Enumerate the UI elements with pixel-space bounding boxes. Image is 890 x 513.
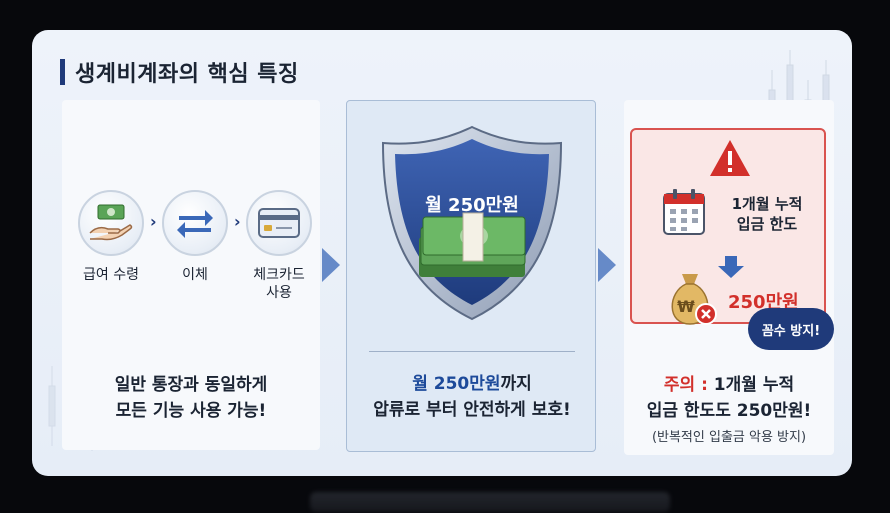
- cash-hand-icon: [78, 190, 144, 256]
- warning-icon: [710, 140, 750, 176]
- feature-card: 생계비계좌의 핵심 특징 급여 수령 ›: [32, 30, 852, 476]
- chevron-right-icon: ›: [150, 212, 157, 231]
- limit-caption: 주의 : 1개월 누적 입금 한도도 250만원!: [646, 375, 812, 421]
- speech-bubble: 꼼수 방지!: [748, 308, 834, 350]
- step-transfer: 이체: [160, 190, 230, 284]
- card-icon: [246, 190, 312, 256]
- title-accent-bar: [60, 59, 65, 85]
- feature-panel-protection: 월 250만원 월 250만원까지 압류로 부터 안전하게 보호!: [346, 100, 596, 452]
- protection-caption: 월 250만원까지 압류로 부터 안전하게 보호!: [373, 374, 571, 420]
- usage-steps: 급여 수령 › 이체 ›: [76, 190, 316, 320]
- limit-amount: 250만원: [728, 292, 799, 313]
- step-label: 급여 수령: [83, 267, 139, 283]
- step-salary: 급여 수령: [76, 190, 146, 284]
- shield-icon: [381, 125, 563, 321]
- divider: [369, 351, 575, 352]
- blurred-caption-bar: [310, 492, 670, 512]
- step-label: 이체: [182, 267, 208, 283]
- feature-panel-usage: 급여 수령 › 이체 ›: [62, 100, 320, 450]
- feature-panel-limit: 1개월 누적 입금 한도 ₩ 250만원 꼼수 방지! 주의 : 1개월 누적 …: [624, 100, 834, 455]
- limit-label: 1개월 누적 입금 한도: [731, 195, 803, 233]
- money-bag-icon: ₩: [671, 274, 717, 325]
- svg-text:₩: ₩: [677, 297, 695, 316]
- usage-caption: 일반 통장과 동일하게 모든 기능 사용 가능!: [114, 375, 268, 421]
- shield-amount-label: 월 250만원: [425, 195, 519, 216]
- step-label: 체크카드 사용: [253, 267, 305, 301]
- limit-note: (반복적인 입출금 악용 방지): [651, 430, 807, 445]
- transfer-arrows-icon: [162, 190, 228, 256]
- step-card: 체크카드 사용: [244, 190, 314, 302]
- arrow-down-icon: [718, 256, 744, 278]
- page-title: 생계비계좌의 핵심 특징: [75, 62, 299, 87]
- arrow-right-icon: [322, 248, 340, 282]
- calendar-icon: [663, 189, 705, 235]
- chevron-right-icon: ›: [234, 212, 241, 231]
- limit-warning-box: 1개월 누적 입금 한도 ₩ 250만원: [630, 128, 826, 325]
- arrow-right-icon: [598, 248, 616, 282]
- heading: 생계비계좌의 핵심 특징: [60, 56, 299, 88]
